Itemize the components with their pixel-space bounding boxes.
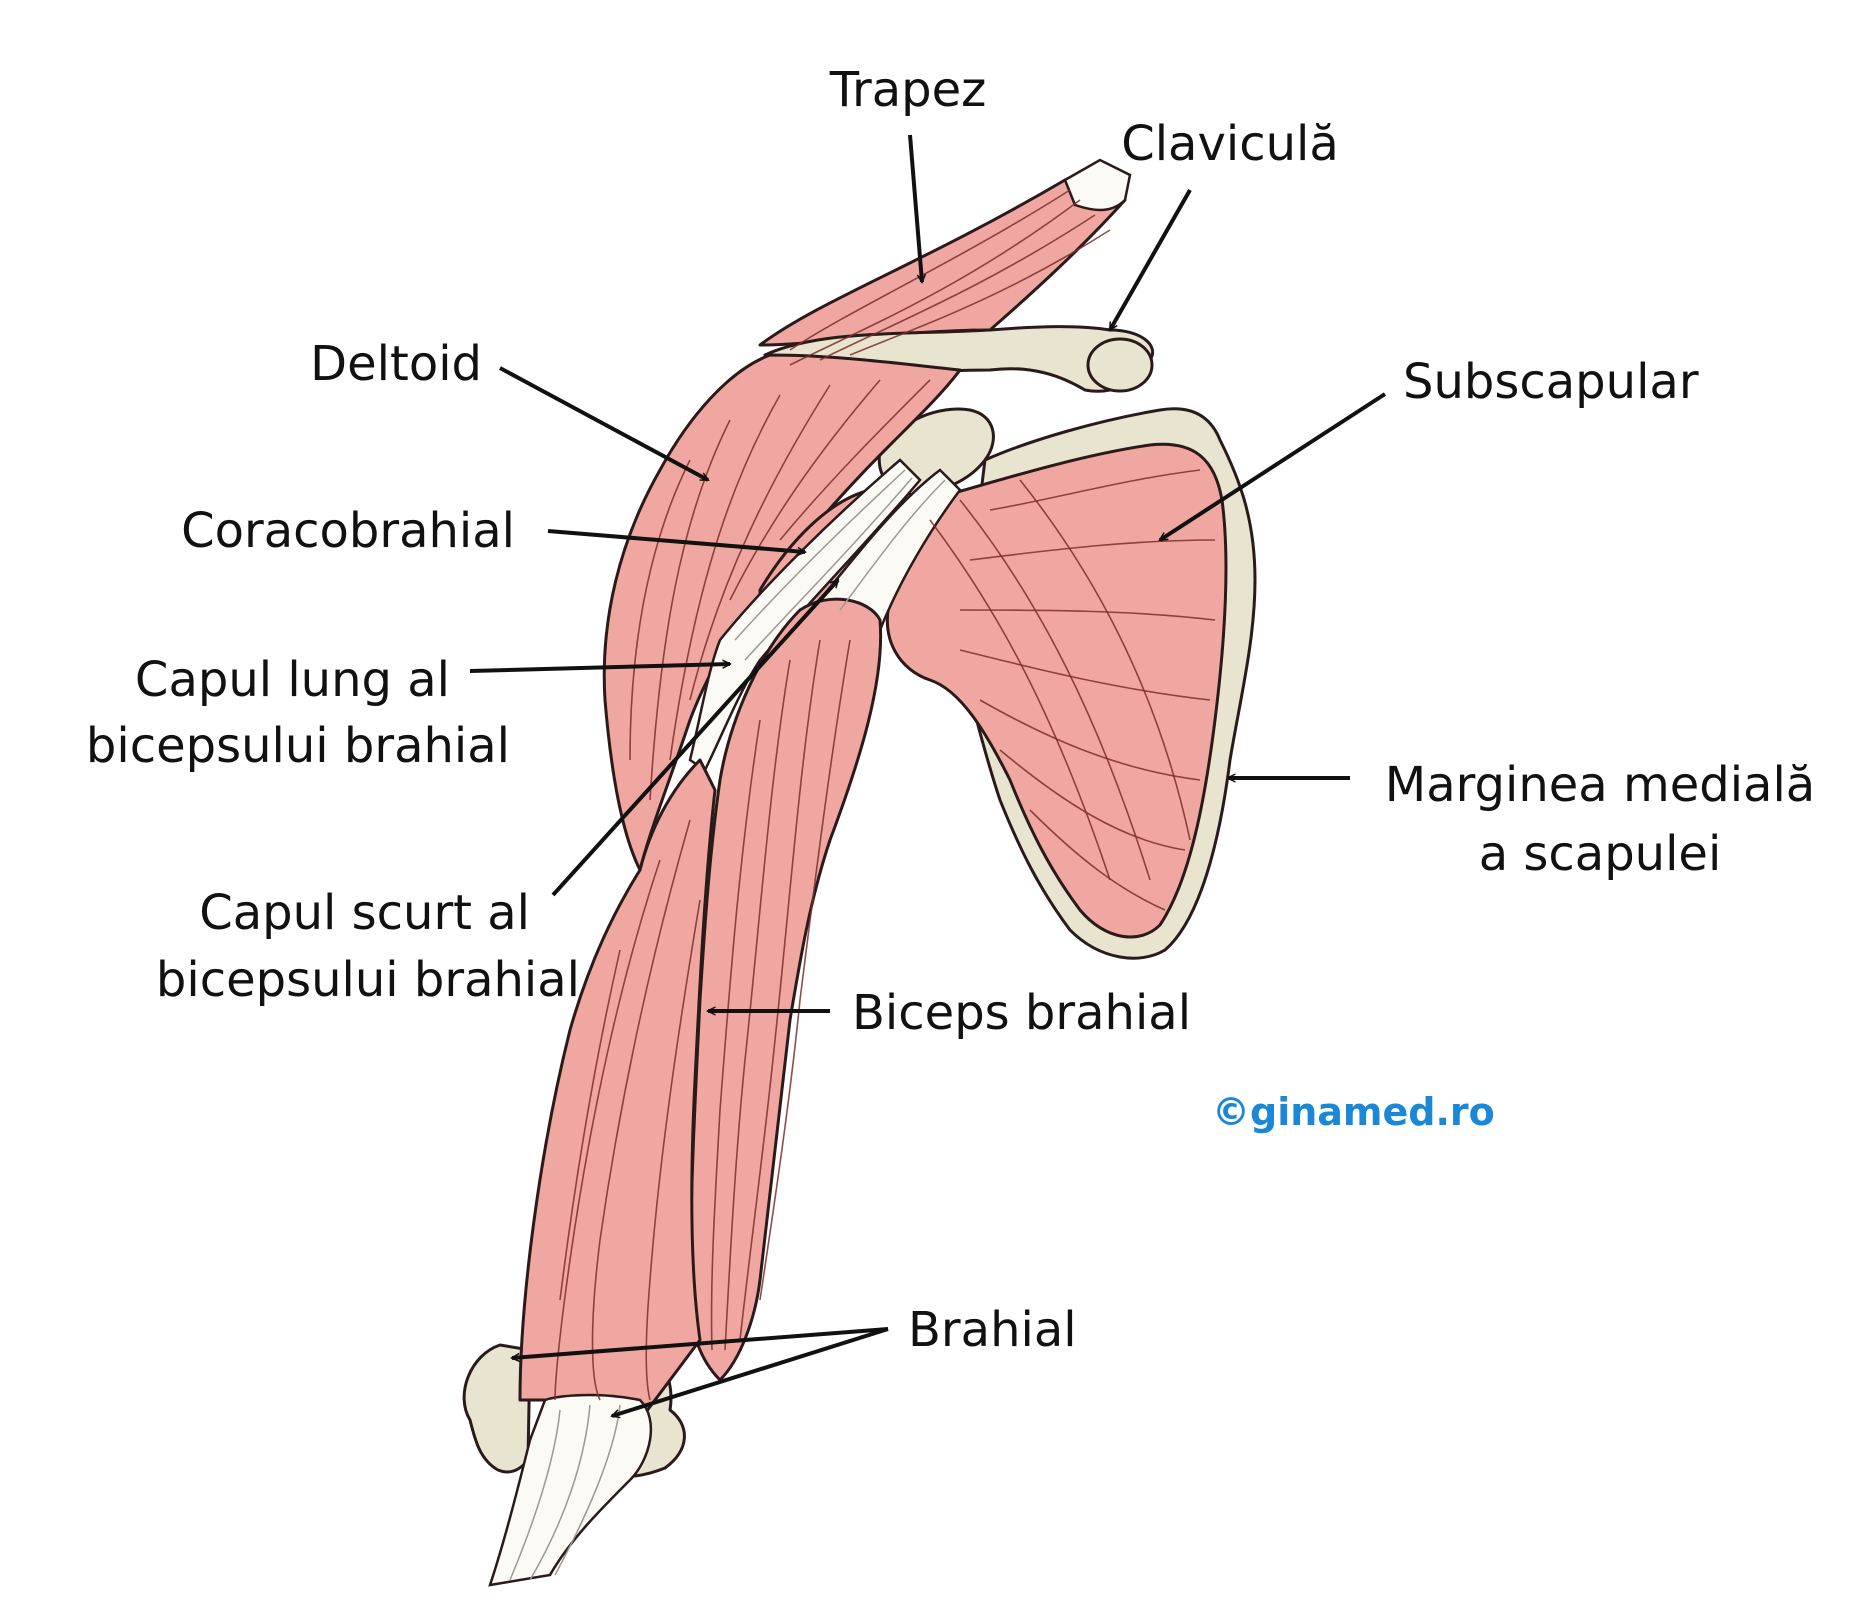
arrow-clavicula [1108, 189, 1192, 330]
label-clavicula: Claviculă [1121, 116, 1339, 172]
arrow-subscapular [1160, 392, 1387, 542]
arrow-brahial-1 [512, 1327, 889, 1358]
arrow-capul-scurt [551, 580, 840, 897]
label-deltoid: Deltoid [310, 336, 482, 392]
arrow-capul-lung [469, 664, 730, 673]
clavicle-end [1086, 337, 1154, 393]
label-capul-scurt-line2: bicepsului brahial [156, 952, 580, 1008]
brachialis-muscle [518, 758, 717, 1426]
arrow-trapez [908, 134, 922, 282]
humerus-condyles [462, 1343, 532, 1474]
trapezius-muscle [758, 173, 1127, 347]
label-coracobrahial: Coracobrahial [181, 503, 515, 559]
label-marginea-line1: Marginea medială [1385, 757, 1815, 813]
arrow-brahial-2 [612, 1327, 889, 1416]
label-capul-lung-line1: Capul lung al [135, 652, 450, 708]
leader-arrows [469, 134, 1387, 1416]
arm-illustration [462, 158, 1257, 1587]
arrow-deltoid [499, 366, 708, 482]
label-biceps: Biceps brahial [852, 985, 1191, 1041]
biceps-short-head-tendon [818, 468, 962, 642]
label-capul-scurt-line1: Capul scurt al [199, 885, 530, 941]
watermark: ©ginamed.ro [1212, 1090, 1495, 1134]
labels: Trapez Claviculă Deltoid Subscapular Cor… [86, 62, 1815, 1358]
deltoid-muscle [602, 353, 962, 872]
subscapularis-muscle [885, 442, 1228, 939]
label-capul-lung-line2: bicepsului brahial [86, 718, 510, 774]
distal-biceps-tendon [488, 1393, 653, 1587]
label-marginea-line2: a scapulei [1479, 826, 1722, 882]
label-subscapular: Subscapular [1403, 354, 1699, 410]
trapezius-tendon [1063, 158, 1132, 212]
arrow-coracobrahial [547, 529, 805, 552]
label-trapez: Trapez [829, 62, 987, 118]
label-brahial: Brahial [908, 1302, 1077, 1358]
tendon-fibers [509, 469, 946, 1581]
muscle-fibers [554, 189, 1216, 1401]
